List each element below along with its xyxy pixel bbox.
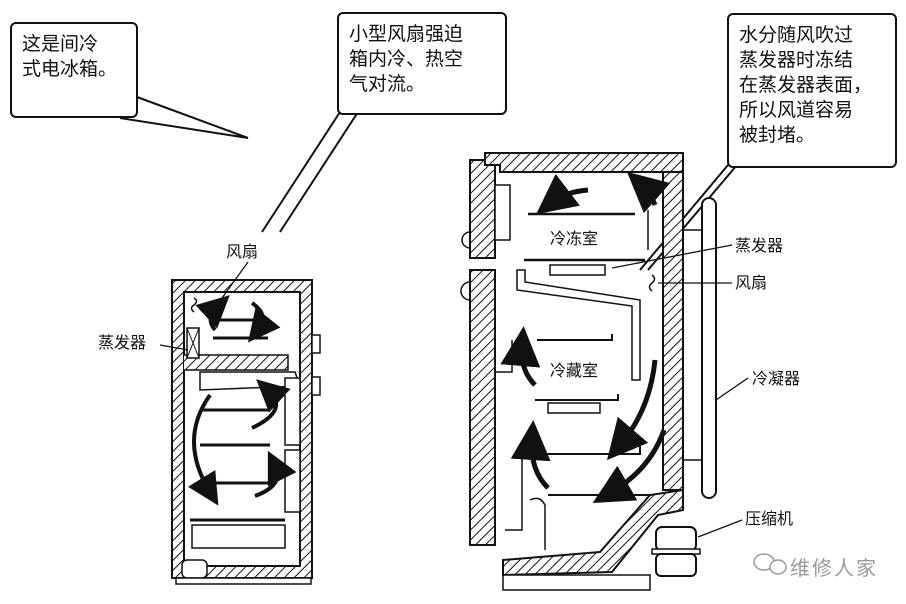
fan-convection-callout: 小型风扇强迫 箱内冷、热空 气对流。 [337, 12, 507, 115]
large-fridge [159, 152, 749, 591]
condenser-label: 冷凝器 [752, 369, 801, 388]
large-evaporator-label: 蒸发器 [735, 236, 784, 255]
air-duct [516, 269, 641, 381]
frost-pointer [639, 164, 738, 271]
large-fan-label: 风扇 [735, 273, 768, 292]
freezer-label: 冷冻室 [550, 229, 599, 248]
intro-pointer [119, 96, 249, 139]
large-evaporator [549, 264, 606, 276]
callout-pointers [119, 96, 738, 271]
compressor-label: 压缩机 [745, 509, 794, 528]
watermark-text: 维修人家 [790, 556, 878, 580]
wechat-icon [753, 553, 787, 575]
fan-line-2: 箱内冷、热空 [349, 48, 464, 70]
intro-callout: 这是间冷 式电冰箱。 [10, 22, 138, 118]
frost-line-2: 蒸发器时冻结 [739, 49, 854, 71]
large-fan-icon [648, 274, 656, 292]
bottom-insulation [502, 488, 684, 577]
fan-convection-pointer [261, 111, 359, 233]
small-fridge [171, 279, 321, 585]
freezer-door [469, 159, 496, 259]
small-evaporator-label: 蒸发器 [98, 333, 147, 352]
large-airflow-arrows [500, 171, 671, 503]
intro-line-1: 这是间冷 [22, 33, 99, 55]
frost-line-4: 所以风道容易 [739, 99, 854, 121]
small-fan-icon [190, 297, 198, 313]
intro-line-2: 式电冰箱。 [22, 58, 118, 80]
back-wall [662, 171, 684, 491]
compressor [651, 526, 701, 577]
frost-line-1: 水分随风吹过 [739, 24, 854, 46]
leader-lines [159, 244, 749, 538]
frost-callout: 水分随风吹过 蒸发器时冻结 在蒸发器表面， 所以风道容易 被封堵。 [727, 13, 897, 168]
small-fan-label: 风扇 [226, 242, 259, 261]
small-fridge-cabinet [171, 279, 313, 579]
fan-line-3: 气对流。 [349, 73, 426, 95]
refrigerator-door [469, 269, 496, 546]
fan-line-1: 小型风扇强迫 [349, 23, 464, 45]
condenser [701, 197, 717, 499]
frost-line-5: 被封堵。 [739, 124, 816, 146]
frost-line-3: 在蒸发器表面， [739, 74, 873, 96]
small-airflow-arrows [187, 295, 297, 506]
refrigerator-label: 冷藏室 [550, 361, 599, 380]
